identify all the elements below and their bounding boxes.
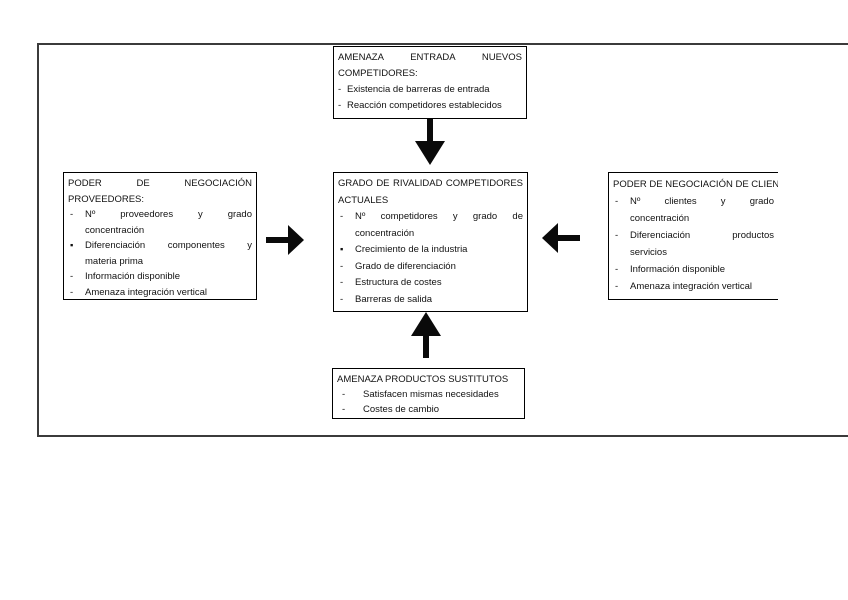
bullet-marker: - [342, 404, 346, 415]
text-line: Diferenciación productos [630, 230, 774, 241]
bullet-text: Crecimiento de la industria [355, 242, 523, 259]
text-line: Información disponible [630, 264, 726, 275]
text-line: Estructura de costes [355, 277, 442, 288]
box-title: PODER DE NEGOCIACIÓN DE CLIEN [613, 176, 778, 193]
text-line: Nº competidores y grado de [355, 211, 523, 222]
box-title: PODER DE NEGOCIACIÓN PROVEEDORES: [68, 176, 252, 207]
bullet-marker: ▪ [70, 240, 74, 251]
box-title: AMENAZA ENTRADA NUEVOS COMPETIDORES: [338, 50, 522, 82]
box-new-entrants: AMENAZA ENTRADA NUEVOS COMPETIDORES: - E… [333, 46, 527, 119]
bullet-marker: - [70, 286, 74, 298]
text-line: Diferenciación componentes y [85, 240, 252, 251]
bullet-item: ▪ Diferenciación componentes y materia p… [68, 238, 252, 269]
text-line: Satisfacen mismas necesidades [363, 389, 499, 400]
outer-frame [37, 43, 848, 437]
bullet-item: - Diferenciación productos servicios [613, 227, 774, 261]
box-rivalry: GRADO DE RIVALIDAD COMPETIDORES ACTUALES… [333, 172, 528, 312]
bullet-text: Grado de diferenciación [355, 259, 523, 276]
arrow-down-icon [408, 118, 452, 166]
bullet-item: - Existencia de barreras de entrada [338, 82, 522, 98]
bullet-item: - Información disponible [68, 269, 252, 285]
bullet-marker: - [615, 196, 619, 207]
arrow-left-icon [541, 216, 581, 260]
text-line: Amenaza integración vertical [85, 286, 207, 298]
bullet-item: - Grado de diferenciación [338, 259, 523, 276]
bullet-text: Nº competidores y grado de concentración [355, 209, 523, 242]
box-title: AMENAZA PRODUCTOS SUSTITUTOS [337, 372, 520, 387]
bullet-item: - Nº competidores y grado de concentraci… [338, 209, 523, 242]
text-line: Crecimiento de la industria [355, 244, 468, 255]
bullet-text: Amenaza integración vertical [630, 278, 774, 295]
text-line: COMPETIDORES: [338, 68, 418, 79]
bullet-text: Información disponible [630, 261, 774, 278]
bullet-item: - Satisfacen mismas necesidades [337, 387, 520, 402]
bullet-item: - Nº proveedores y grado concentración [68, 207, 252, 238]
bullet-item: ▪ Crecimiento de la industria [338, 242, 523, 259]
box-suppliers: PODER DE NEGOCIACIÓN PROVEEDORES: - Nº p… [63, 172, 257, 300]
bullet-marker: - [338, 84, 342, 95]
bullet-item: - Nº clientes y grado concentración [613, 193, 774, 227]
arrow-right-icon [265, 218, 305, 262]
bullet-text: Información disponible [85, 269, 252, 285]
bullet-item: - Barreras de salida [338, 292, 523, 309]
bullet-item: - Costes de cambio [337, 402, 520, 417]
bullet-marker: - [340, 277, 344, 288]
text-line: AMENAZA ENTRADA NUEVOS [338, 52, 522, 63]
text-line: PODER DE NEGOCIACIÓN DE CLIEN [613, 179, 778, 190]
bullet-item: - Reacción competidores establecidos [338, 98, 522, 114]
text-line: concentración [85, 224, 145, 236]
text-line: PROVEEDORES: [68, 193, 145, 205]
text-line: materia prima [85, 255, 144, 267]
bullet-marker: - [615, 230, 619, 241]
bullet-marker: - [615, 264, 619, 275]
text-line: Amenaza integración vertical [630, 281, 752, 292]
bullet-text: Estructura de costes [355, 275, 523, 292]
bullet-item: - Estructura de costes [338, 275, 523, 292]
text-line: GRADO DE RIVALIDAD COMPETIDORES [338, 178, 523, 189]
text-line: servicios [630, 247, 667, 258]
bullet-text: Nº proveedores y grado concentración [85, 207, 252, 238]
bullet-text: Barreras de salida [355, 292, 523, 309]
text-line: ACTUALES [338, 194, 389, 206]
text-line: concentración [355, 227, 415, 239]
bullet-text: Diferenciación componentes y materia pri… [85, 238, 252, 269]
bullet-marker: - [342, 389, 346, 400]
bullet-text: Existencia de barreras de entrada [347, 82, 522, 98]
bullet-marker: - [70, 209, 74, 220]
text-line: Grado de diferenciación [355, 260, 456, 272]
box-customers: PODER DE NEGOCIACIÓN DE CLIEN - Nº clien… [608, 172, 778, 300]
bullet-text: Satisfacen mismas necesidades [363, 387, 520, 402]
box-substitutes: AMENAZA PRODUCTOS SUSTITUTOS - Satisface… [332, 368, 525, 419]
text-line: Nº clientes y grado [630, 196, 774, 207]
bullet-marker: - [615, 281, 619, 292]
bullet-text: Costes de cambio [363, 402, 520, 417]
text-line: AMENAZA PRODUCTOS SUSTITUTOS [337, 374, 509, 385]
text-line: concentración [630, 213, 690, 224]
bullet-item: - Amenaza integración vertical [68, 285, 252, 300]
bullet-text: Diferenciación productos servicios [630, 227, 774, 261]
bullet-marker: - [70, 271, 74, 282]
bullet-text: Nº clientes y grado concentración [630, 193, 774, 227]
bullet-text: Reacción competidores establecidos [347, 98, 522, 114]
bullet-marker: - [338, 100, 342, 111]
text-line: Barreras de salida [355, 293, 433, 305]
text-line: PODER DE NEGOCIACIÓN [68, 178, 252, 189]
bullet-text: Amenaza integración vertical [85, 285, 252, 300]
bullet-item: - Información disponible [613, 261, 774, 278]
text-line: Información disponible [85, 271, 181, 282]
bullet-marker: ▪ [340, 244, 344, 255]
bullet-marker: - [340, 260, 344, 272]
bullet-marker: - [340, 293, 344, 305]
text-line: Nº proveedores y grado [85, 209, 252, 220]
arrow-up-icon [404, 311, 448, 359]
bullet-item: - Amenaza integración vertical [613, 278, 774, 295]
box-title: GRADO DE RIVALIDAD COMPETIDORES ACTUALES [338, 176, 523, 209]
text-line: Reacción competidores establecidos [347, 100, 502, 111]
text-line: Existencia de barreras de entrada [347, 84, 490, 95]
bullet-marker: - [340, 211, 344, 222]
text-line: Costes de cambio [363, 404, 440, 415]
